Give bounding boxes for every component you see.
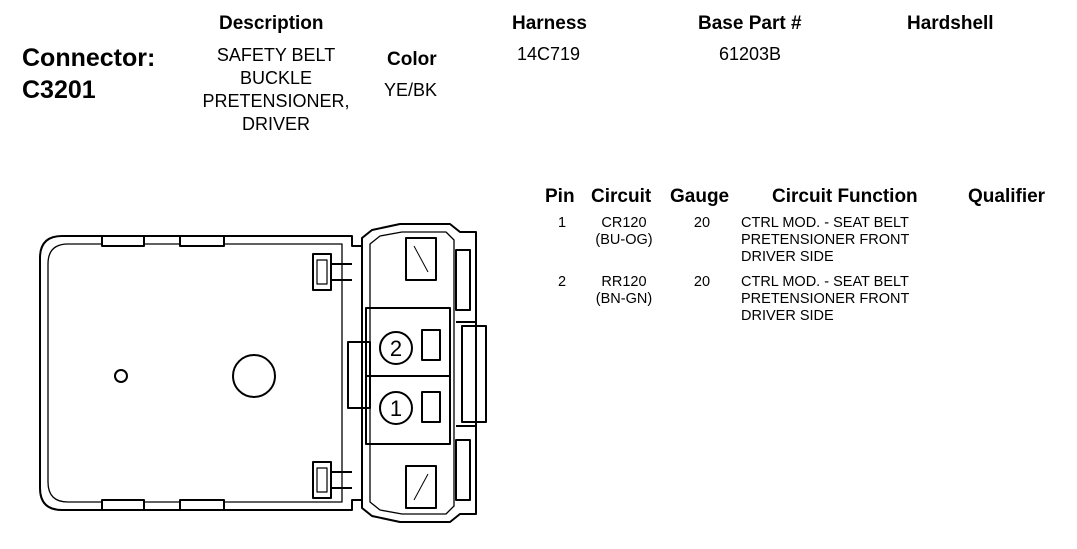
column-header-circuit: Circuit [591,186,652,207]
circuit-function-line: PRETENSIONER FRONT [741,291,910,307]
circuit-function-line: CTRL MOD. - SEAT BELT [741,215,909,231]
wire-gauge: 20 [693,274,711,290]
pin-number: 1 [557,215,567,231]
connector-face-diagram: 2 1 [39,223,487,523]
pin-2-circle [379,331,413,365]
circuit-code: RR120 [601,274,647,290]
description-line: DRIVER [241,114,310,134]
circuit-code: CR120 [601,215,647,231]
pocket-detail [413,473,429,501]
side-rail-top [455,249,471,311]
pin-number: 2 [557,274,567,290]
wire-gauge: 20 [693,215,711,231]
circuit-function-line: DRIVER SIDE [741,308,834,324]
color-header: Color [387,49,437,70]
circuit-color: (BN-GN) [595,291,653,307]
bottom-notch [101,499,145,511]
side-key [461,325,487,423]
upper-pocket [405,237,437,281]
column-header-circuit-function: Circuit Function [772,186,918,207]
connector-id: C3201 [22,76,96,104]
housing-outline [39,235,363,511]
column-header-pin: Pin [545,186,575,207]
latch-clip-top-inner [316,259,328,285]
bottom-notch [179,499,225,511]
circuit-function-line: CTRL MOD. - SEAT BELT [741,274,909,290]
column-header-gauge: Gauge [670,186,730,207]
cavity-window [421,329,441,361]
description-line: PRETENSIONER, [202,91,350,111]
harness-header: Harness [512,13,587,34]
top-notch [101,235,145,247]
pin-2-label: 2 [390,336,402,361]
pin-1-circle [379,391,413,425]
boss-circle [232,354,276,398]
connector-head-inner [369,231,455,515]
side-rail-bottom [455,439,471,501]
housing-inner-outline [47,243,343,503]
column-header-qualifier: Qualifier [968,186,1046,207]
lower-pocket [405,465,437,509]
latch-clip-bottom-inner [316,467,328,493]
latch-clip-top [312,253,332,291]
description-line: BUCKLE [239,68,313,88]
cavity-window [421,391,441,423]
mounting-hole [114,369,128,383]
base-part-header: Base Part # [698,13,802,34]
pocket-detail [413,245,429,273]
base-part-value: 61203B [719,44,782,64]
circuit-color: (BU-OG) [595,232,653,248]
connector-head-outline [361,223,477,523]
connector-label: Connector: [22,44,156,72]
hardshell-header: Hardshell [907,13,994,34]
latch-clip-bottom [312,461,332,499]
description-header: Description [219,13,324,34]
circuit-function-line: PRETENSIONER FRONT [741,232,910,248]
circuit-function-line: DRIVER SIDE [741,249,834,265]
harness-value: 14C719 [517,44,581,64]
description-line: SAFETY BELT [216,45,336,65]
pin-1-label: 1 [390,396,402,421]
description-value: SAFETY BELT BUCKLE PRETENSIONER, DRIVER [186,44,366,136]
color-value: YE/BK [384,80,438,100]
top-notch [179,235,225,247]
